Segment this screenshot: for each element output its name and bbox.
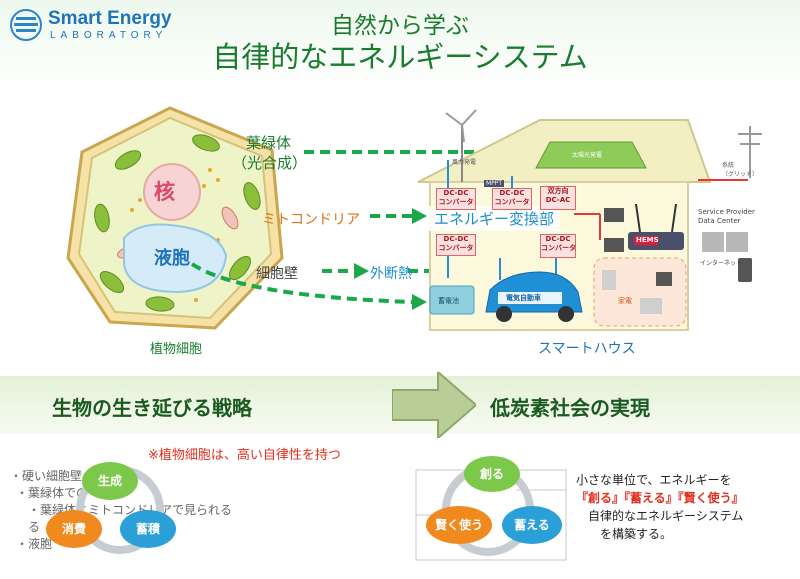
dc-converter-1: DC-DC コンバータ <box>436 188 476 210</box>
nucleus-label: 核 <box>154 180 175 204</box>
autonomy-note: ※植物細胞は、高い自律性を持つ <box>148 448 341 463</box>
big-arrow-icon <box>392 372 476 438</box>
dc-converter-2: DC-DC コンバータ <box>492 188 532 210</box>
bullet-item: る <box>28 520 41 534</box>
internet-label: インターネット <box>700 260 743 267</box>
conversion-label: エネルギー変換部 <box>428 206 561 231</box>
nucleus-shape <box>143 163 201 221</box>
cycle-create: 創る <box>464 456 520 492</box>
solar-label: 太陽光発電 <box>572 152 603 159</box>
wind-label: 風力発電 <box>452 159 477 166</box>
house-caption: スマートハウス <box>538 341 636 357</box>
cycle-consume: 消費 <box>46 510 102 548</box>
battery-label: 蓄電池 <box>438 297 459 305</box>
bullet-item: ・硬い細胞壁 <box>10 469 83 483</box>
bidirectional-dcac: 双方向 DC-AC <box>540 186 576 210</box>
hems-label: HEMS <box>636 236 659 244</box>
cycle-store-right: 蓄える <box>502 506 562 544</box>
cycle-use-wisely: 賢く使う <box>426 506 492 544</box>
logo-icon <box>8 8 44 42</box>
bullet-item: ・液胞 <box>16 537 53 551</box>
header-band <box>0 0 800 92</box>
mppt-label: MPPT <box>484 180 505 187</box>
service-provider-label: Service Provider Data Center <box>698 208 755 225</box>
diagram-graphic <box>66 106 762 331</box>
bullet-item: ・葉緑体での <box>16 486 89 500</box>
cell-wall-label: 細胞壁 <box>256 266 298 282</box>
cell-caption: 植物細胞 <box>150 342 203 357</box>
title-sub: 自然から学ぶ <box>331 13 469 39</box>
vacuole-shape <box>123 223 228 294</box>
strategy-right: 低炭素社会の実現 <box>490 396 650 420</box>
chloroplast-sub-label: （光合成） <box>232 154 308 172</box>
strategy-left: 生物の生き延びる戦略 <box>52 396 252 420</box>
insulation-label: 外断熱 <box>370 266 412 282</box>
grid-label: 系統 （グリッド） <box>722 162 759 178</box>
dc-converter-3: DC-DC コンバータ <box>436 234 476 256</box>
cycle-generate: 生成 <box>82 462 138 500</box>
cycle-store: 蓄積 <box>120 510 176 548</box>
ev-label: 電気自動車 <box>506 294 541 302</box>
page-title: 自律的なエネルギーシステム <box>212 40 588 74</box>
desc-line-3: 自律的なエネルギーシステム <box>588 509 744 523</box>
chloroplast-label: 葉緑体 <box>246 134 292 152</box>
appliance-label: 家電 <box>618 297 632 305</box>
logo-subtitle: LABORATORY <box>50 30 168 41</box>
vacuole-label: 液胞 <box>154 248 190 269</box>
dc-converter-4: DC-DC コンバータ <box>540 234 576 258</box>
desc-line-1: 小さな単位で、エネルギーを <box>576 473 732 487</box>
desc-line-4: を構築する。 <box>600 527 673 541</box>
logo-title: Smart Energy <box>48 8 172 29</box>
mitochondria-label: ミトコンドリア <box>262 212 360 228</box>
desc-line-2: 『創る』『蓄える』『賢く使う』 <box>576 491 744 505</box>
solar-panel <box>535 141 647 169</box>
battery-shape <box>429 285 475 315</box>
